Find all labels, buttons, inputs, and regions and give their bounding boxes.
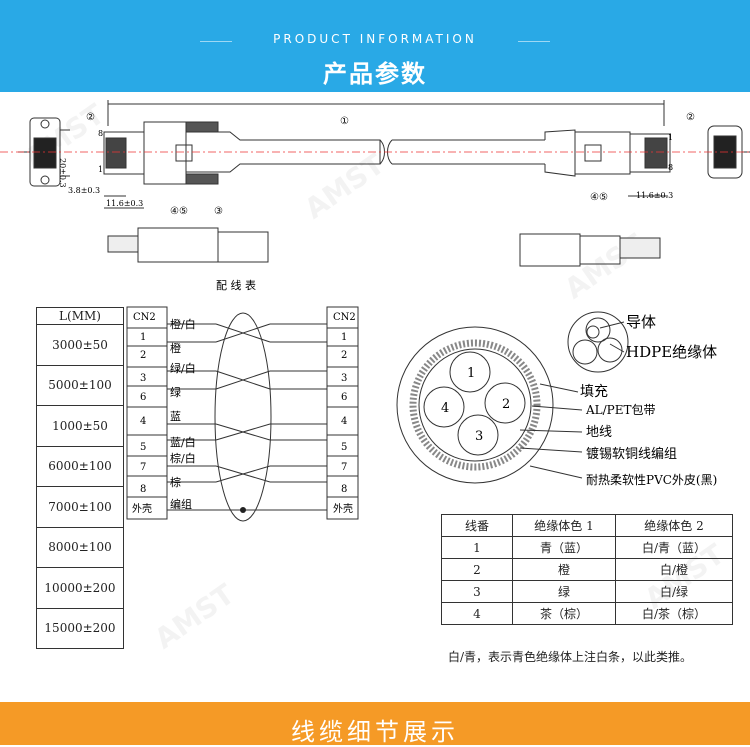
pin-right: 1 [341, 332, 347, 343]
color-cell: 青（蓝） [512, 536, 616, 559]
wire-color-label: 橙 [170, 341, 181, 355]
color-cell: 2 [441, 558, 513, 581]
callout-2-right: ② [686, 112, 695, 123]
callout-3: ③ [214, 206, 223, 217]
wiring-caption: 配 线 表 [216, 278, 256, 292]
pin-right: 7 [341, 462, 347, 473]
core-labels: 1 2 3 4 [441, 366, 510, 444]
cn2-left-header: CN2 [133, 312, 156, 323]
pin-left: 外壳 [132, 502, 152, 515]
wire-color-label: 蓝/白 [170, 435, 196, 449]
length-row: 10000±200 [36, 567, 124, 609]
label-braid: 镀锡软铜线编组 [586, 446, 677, 462]
color-cell: 橙 [512, 558, 616, 581]
wire-color-label: 绿 [170, 385, 181, 399]
pin-right: 6 [341, 392, 347, 403]
cn2-right-header: CN2 [333, 312, 356, 323]
color-cell: 1 [441, 536, 513, 559]
color-table-header: 线番 [441, 514, 513, 537]
color-cell: 3 [441, 580, 513, 603]
color-table-header: 绝缘体色 1 [512, 514, 616, 537]
pin-8-left: 8 [98, 129, 103, 138]
callout-1: ① [340, 116, 349, 127]
callout-45-right: ④⑤ [590, 192, 608, 203]
color-cell: 茶（棕） [512, 602, 616, 625]
label-filler: 填充 [580, 384, 608, 400]
color-cell: 绿 [512, 580, 616, 603]
pin-left: 4 [140, 416, 146, 427]
length-row: 6000±100 [36, 445, 124, 487]
color-cell: 白/青（蓝） [615, 536, 733, 559]
pin-left: 3 [140, 373, 146, 384]
label-insulation: HDPE绝缘体 [626, 343, 717, 361]
color-cell: 白/橙 [615, 558, 733, 581]
core-number: 1 [467, 366, 475, 381]
pin-8-right: 8 [668, 163, 673, 172]
color-cell: 白/绿 [615, 580, 733, 603]
core-number: 4 [441, 401, 449, 416]
color-cell: 4 [441, 602, 513, 625]
footer-title: 线缆细节展示 [291, 718, 459, 746]
length-table-header: L(MM) [36, 307, 124, 325]
wire-color-label: 棕/白 [170, 451, 196, 465]
length-row: 15000±200 [36, 607, 124, 649]
dim-w1: 3.8±0.3 [68, 186, 100, 195]
header-subtitle: PRODUCT INFORMATION [273, 32, 477, 46]
length-row: 7000±100 [36, 486, 124, 528]
header-rule-right [518, 41, 550, 42]
dim-w3: 11.6±0.3 [636, 191, 673, 200]
pin-right: 4 [341, 416, 347, 427]
length-row: 5000±100 [36, 364, 124, 406]
core-number: 3 [475, 429, 483, 444]
pin-right: 3 [341, 373, 347, 384]
pin-right: 5 [341, 442, 347, 453]
wire-color-label: 棕 [170, 475, 181, 489]
header-banner [0, 0, 750, 92]
callout-45: ④⑤ [170, 206, 188, 217]
core-number: 2 [502, 397, 510, 412]
pin-left: 1 [140, 332, 146, 343]
pin-left: 6 [140, 392, 146, 403]
color-note: 白/青，表示青色绝缘体上注白条，以此类推。 [448, 650, 693, 664]
dim-height: 20±0.3 [58, 158, 67, 188]
wire-color-label: 橙/白 [170, 317, 196, 331]
wire-color-label: 编组 [170, 497, 192, 511]
length-row: 1000±50 [36, 405, 124, 447]
header-title: 产品参数 [323, 60, 427, 88]
label-conductor: 导体 [626, 313, 656, 331]
length-row: 3000±50 [36, 324, 124, 366]
footer-banner [0, 702, 750, 745]
shield-dot [240, 507, 246, 513]
wire-labels: 1 1 橙/白 2 2 橙 3 3 绿/白 6 6 绿 4 4 蓝 5 5 蓝/白 7 7 棕/白 8 8 棕外壳 外壳 编组 [132, 317, 353, 515]
pin-left: 7 [140, 462, 146, 473]
length-row: 8000±100 [36, 526, 124, 568]
dim-w2: 11.6±0.3 [106, 199, 143, 208]
pin-left: 2 [140, 350, 146, 361]
length-table: L(MM) 3000±50 5000±100 1000±50 6000±100 … [36, 307, 124, 649]
pin-right: 8 [341, 484, 347, 495]
label-drain: 地线 [586, 425, 612, 440]
header-rule-left [200, 41, 232, 42]
label-tape: AL/PET包带 [585, 403, 656, 417]
cable-drawing: 20±0.3 3.8±0.3 11.6±0.3 11.6±0.3 ① ② ④⑤ … [0, 100, 750, 522]
wire-color-label: 绿/白 [170, 361, 196, 375]
color-cell: 白/茶（棕） [615, 602, 733, 625]
pin-1-left: 1 [98, 165, 103, 174]
wire-color-label: 蓝 [170, 410, 181, 423]
pin-right: 外壳 [333, 502, 353, 515]
pin-left: 5 [140, 442, 146, 453]
pin-right: 2 [341, 350, 347, 361]
pin-left: 8 [140, 484, 146, 495]
color-table-header: 绝缘体色 2 [615, 514, 733, 537]
callout-2: ② [86, 112, 95, 123]
pin-1-right: 1 [668, 133, 673, 142]
label-jacket: 耐热柔软性PVC外皮(黑) [586, 473, 717, 487]
